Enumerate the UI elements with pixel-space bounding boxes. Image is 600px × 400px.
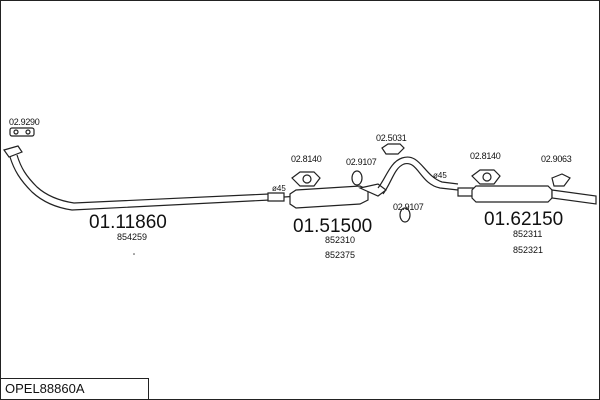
front-pipe-end xyxy=(267,192,285,202)
gasket-02-9290 xyxy=(9,127,35,137)
hanger-02-5031 xyxy=(381,143,405,155)
section-ref-middle-2: 852375 xyxy=(325,250,355,260)
middle-bend-pipe-inner xyxy=(382,163,459,195)
hanger-02-9107-a xyxy=(351,170,363,186)
section-ref-middle-1: 852310 xyxy=(325,235,355,245)
section-number-rear: 01.62150 xyxy=(484,209,563,230)
code-box: OPEL88860A xyxy=(1,378,149,399)
kit-code: OPEL88860A xyxy=(5,381,85,396)
hanger-02-8140-b xyxy=(471,169,501,185)
rear-silencer-body xyxy=(471,185,553,203)
front-pipe-upper xyxy=(9,156,271,211)
front-pipe-lower xyxy=(16,154,270,204)
section-number-front: 01.11860 xyxy=(89,212,167,233)
part-label-02-5031: 02.5031 xyxy=(376,133,407,143)
rear-silencer xyxy=(457,185,597,205)
section-ref-front-1: 854259 xyxy=(117,232,147,242)
part-label-02-8140-a: 02.8140 xyxy=(291,154,322,164)
front-pipe-assembly xyxy=(3,145,285,211)
part-label-02-8140-b: 02.8140 xyxy=(470,151,501,161)
hanger-02-8140-a xyxy=(291,171,321,187)
diameter-label-rear: ø45 xyxy=(433,171,447,180)
section-number-middle: 01.51500 xyxy=(293,216,372,237)
section-ref-rear-2: 852321 xyxy=(513,245,543,255)
part-label-02-9290: 02.9290 xyxy=(9,117,40,127)
part-label-02-9063: 02.9063 xyxy=(541,154,572,164)
middle-silencer-body xyxy=(289,185,369,209)
section-ref-rear-1: 852311 xyxy=(513,229,542,239)
middle-bend-pipe xyxy=(377,156,459,189)
part-label-02-9107-b: 02.9107 xyxy=(393,202,424,212)
hanger-02-9107-b xyxy=(399,207,411,223)
front-flange xyxy=(3,145,23,158)
hanger-02-9063 xyxy=(551,173,571,187)
part-label-02-9107-a: 02.9107 xyxy=(346,157,377,167)
mark-dot xyxy=(133,253,135,255)
diameter-label-front: ø45 xyxy=(272,184,286,193)
rear-tail-pipe xyxy=(551,189,597,205)
middle-silencer xyxy=(283,156,459,209)
